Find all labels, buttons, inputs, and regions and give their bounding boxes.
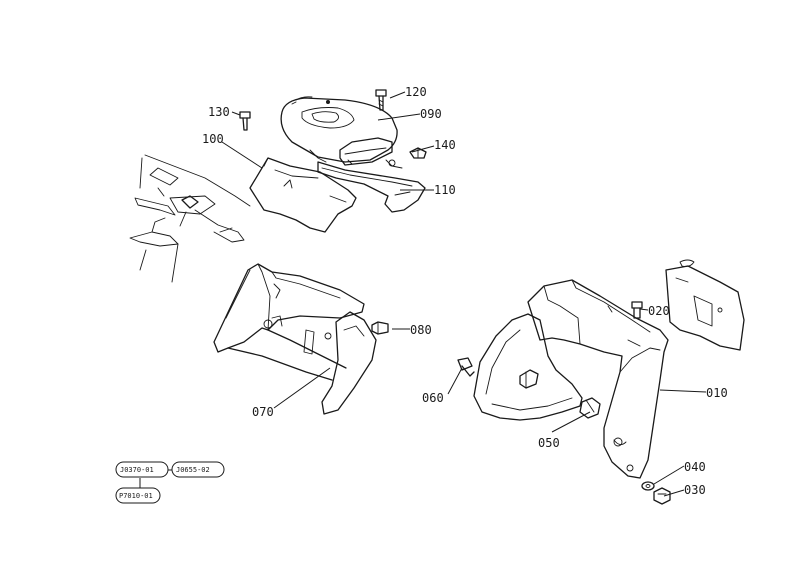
callout-070: 070 bbox=[252, 405, 274, 419]
callout-040: 040 bbox=[684, 460, 706, 474]
part-050-inner-tray bbox=[473, 313, 601, 421]
callout-080: 080 bbox=[410, 323, 432, 337]
part-130-bolt bbox=[239, 111, 251, 131]
callout-110: 110 bbox=[434, 183, 456, 197]
part-090-top-cover bbox=[280, 96, 398, 166]
reference-bubble-2 bbox=[171, 461, 225, 478]
callout-060: 060 bbox=[422, 391, 444, 405]
callout-020: 020 bbox=[648, 304, 670, 318]
callout-050: 050 bbox=[538, 436, 560, 450]
reference-code-2: J0655-02 bbox=[176, 466, 210, 474]
callout-030: 030 bbox=[684, 483, 706, 497]
part-080-bolt bbox=[371, 321, 389, 335]
callout-140: 140 bbox=[434, 138, 456, 152]
reference-bubble-3 bbox=[115, 487, 161, 504]
part-020-bolt bbox=[631, 301, 643, 319]
part-030-nut bbox=[653, 487, 671, 505]
callout-090: 090 bbox=[420, 107, 442, 121]
part-040-washer bbox=[641, 481, 655, 491]
callout-010: 010 bbox=[706, 386, 728, 400]
reference-code-3: P7010-01 bbox=[119, 492, 153, 500]
part-140-bolt bbox=[409, 147, 427, 159]
engine-bracket-assembly bbox=[129, 154, 251, 283]
part-100-shield-plate bbox=[249, 157, 357, 233]
callout-labels: 120 090 140 110 130 100 080 070 060 050 … bbox=[202, 85, 728, 497]
part-120-bolt bbox=[375, 89, 387, 111]
part-110-lower-cover bbox=[317, 159, 426, 213]
leader-lines bbox=[139, 91, 707, 497]
cover-plate-gasket bbox=[665, 259, 745, 351]
reference-bubbles: J0370-01 J0655-02 P7010-01 bbox=[115, 461, 225, 504]
callout-120: 120 bbox=[405, 85, 427, 99]
part-070-side-panel bbox=[213, 263, 377, 415]
callout-130: 130 bbox=[208, 105, 230, 119]
reference-code-1: J0370-01 bbox=[120, 466, 154, 474]
part-060-bolt bbox=[457, 357, 475, 377]
reference-bubble-1 bbox=[115, 461, 169, 478]
callout-100: 100 bbox=[202, 132, 224, 146]
